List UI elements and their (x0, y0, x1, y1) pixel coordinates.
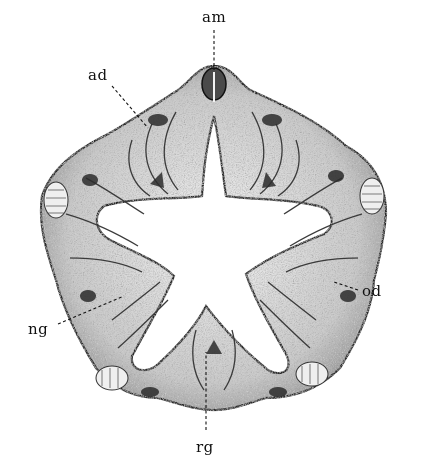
label-od: od (362, 282, 382, 300)
label-ad: ad (88, 66, 108, 84)
label-rg: rg (196, 438, 214, 456)
label-ng: ng (28, 320, 48, 338)
body-wall-ring (41, 66, 386, 410)
label-am: am (202, 8, 226, 26)
